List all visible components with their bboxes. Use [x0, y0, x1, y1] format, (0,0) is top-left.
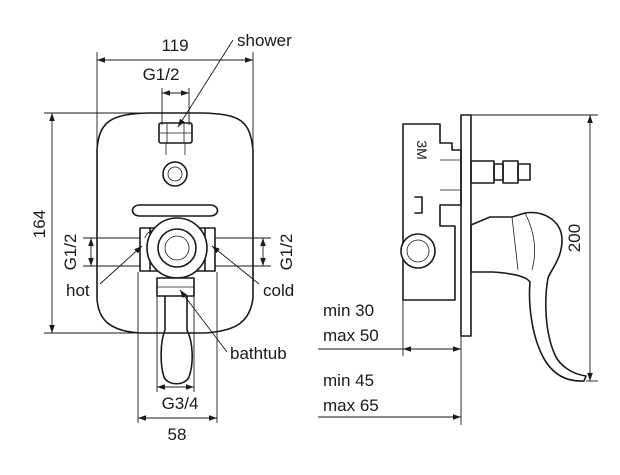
side-lever: [470, 211, 587, 382]
side-height-label: 200: [565, 224, 584, 252]
diverter-stem: [470, 160, 531, 184]
cold-thread-label: G1/2: [277, 234, 296, 271]
height-dim-label: 164: [30, 210, 49, 238]
hot-label: hot: [66, 281, 90, 300]
width-dim-label: 119: [161, 36, 188, 55]
cold-label: cold: [263, 281, 294, 300]
dim-width-119: [96, 52, 254, 150]
hot-thread-label: G1/2: [61, 234, 80, 271]
depth-min-1: min 30: [323, 301, 374, 320]
side-mark: 3M: [414, 140, 430, 159]
bathtub-leader: [179, 289, 228, 353]
depth-max-2: max 65: [323, 396, 379, 415]
depth-min-2: min 45: [323, 371, 374, 390]
dim-bottom-58: [137, 272, 218, 423]
side-plate: [460, 114, 472, 337]
valve-body: [139, 217, 216, 279]
shower-leader: [177, 39, 234, 128]
hot-leader: [99, 245, 143, 285]
cover-plate: [96, 112, 254, 334]
dim-side-height-200: [471, 114, 598, 382]
dim-cold-thread: [215, 237, 271, 267]
shower-outlet: [158, 122, 193, 187]
dim-shower-thread: [161, 88, 190, 125]
cold-leader: [211, 245, 260, 285]
side-body: [400, 123, 462, 301]
shower-thread-label: G1/2: [143, 65, 180, 84]
depth-max-1: max 50: [323, 326, 379, 345]
dim-depth-30-50: [318, 300, 462, 425]
dim-hot-thread: [83, 237, 140, 267]
lever-handle: [156, 277, 195, 385]
dim-bathtub-thread: [156, 296, 195, 392]
bathtub-thread-label: G3/4: [162, 394, 199, 413]
front-view: [96, 112, 254, 385]
side-view: 3M: [400, 114, 587, 382]
bottom-dim-label: 58: [168, 425, 187, 444]
shower-label: shower: [237, 31, 292, 50]
dim-height-164: [44, 112, 150, 334]
diverter-bar: [131, 204, 219, 217]
bathtub-label: bathtub: [230, 344, 287, 363]
